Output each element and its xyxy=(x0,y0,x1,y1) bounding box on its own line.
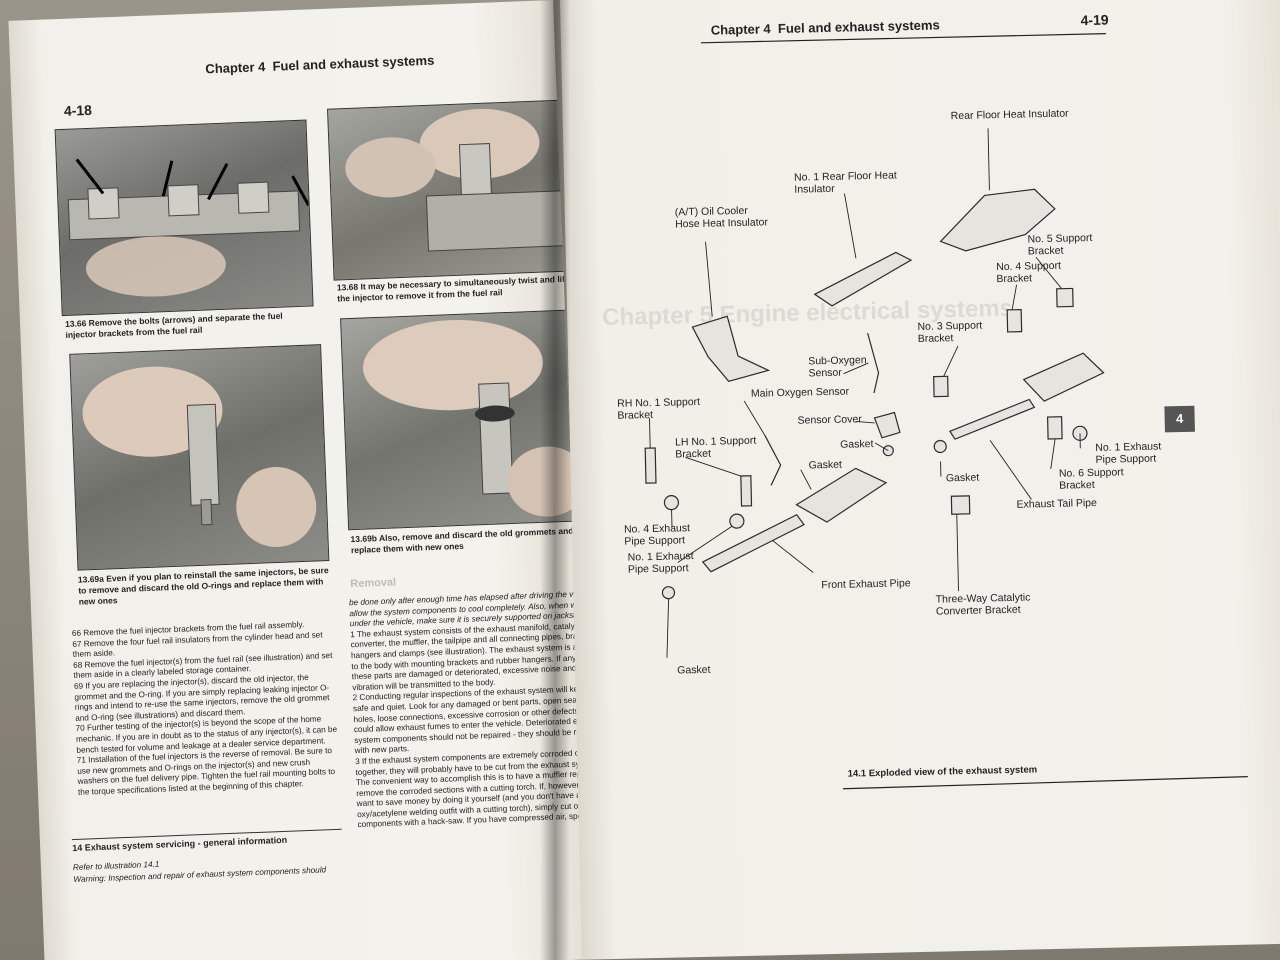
diagram-parts xyxy=(644,188,1105,600)
gasket-ring-1 xyxy=(933,439,947,454)
book-gutter-shadow xyxy=(540,0,570,960)
three-way-catalytic-bracket-part xyxy=(950,495,971,515)
sub-oxygen-sensor-wire xyxy=(867,332,880,394)
leader-lines xyxy=(649,128,1081,658)
photo-injector-twist xyxy=(327,99,581,281)
fuel-rail-photo-art xyxy=(67,158,311,297)
rear-floor-heat-insulator-part xyxy=(939,188,1056,252)
lh-no1-support-bracket-part xyxy=(740,475,753,507)
no1-exhaust-pipe-support-ring xyxy=(729,513,745,529)
no5-support-bracket-part xyxy=(1056,287,1074,308)
section-heading-14: 14 Exhaust system servicing - general in… xyxy=(71,828,343,854)
left-page-number: 4-18 xyxy=(63,101,93,119)
caption-13-69a: 13.69a Even if you plan to reinstall the… xyxy=(77,565,329,607)
left-steps-column: 66 Remove the fuel injector brackets fro… xyxy=(72,619,340,798)
main-oxygen-sensor-wire xyxy=(764,435,782,486)
left-chapter-label: Chapter 4 xyxy=(205,59,266,77)
o-rings-photo-art xyxy=(82,366,317,547)
step-71: 71 Installation of the fuel injectors is… xyxy=(76,746,336,797)
grommets-photo-art xyxy=(362,320,588,517)
ghost-removal-heading: Removal xyxy=(350,576,397,591)
sensor-cover-part xyxy=(873,411,901,439)
right-page: Chapter 4 Fuel and exhaust systems 4-19 … xyxy=(560,0,1280,960)
left-page: Chapter 4 Fuel and exhaust systems 4-18 … xyxy=(8,0,590,960)
photo-fuel-rail-brackets xyxy=(54,119,314,317)
no1-rear-floor-insulator-part xyxy=(813,251,913,307)
gasket-ring-3 xyxy=(661,586,676,600)
photo-injector-grommets xyxy=(340,308,590,531)
no3-support-bracket-part xyxy=(933,375,949,398)
left-chapter-header: Chapter 4 Fuel and exhaust systems xyxy=(205,53,434,77)
front-exhaust-pipe-part xyxy=(701,513,805,573)
figure-rule xyxy=(842,775,1248,790)
oil-cooler-bracket-part xyxy=(691,315,771,382)
left-chapter-title: Fuel and exhaust systems xyxy=(272,52,435,74)
muffler-part xyxy=(1022,352,1105,402)
photo-injector-o-rings xyxy=(69,344,330,571)
exhaust-system-diagram xyxy=(644,128,1105,658)
no4-support-bracket-part xyxy=(1006,309,1023,333)
tail-pipe-part xyxy=(948,398,1036,440)
header-rule xyxy=(700,33,1106,44)
injector-twist-photo-art xyxy=(345,108,569,252)
catalytic-converter-part xyxy=(795,467,888,523)
